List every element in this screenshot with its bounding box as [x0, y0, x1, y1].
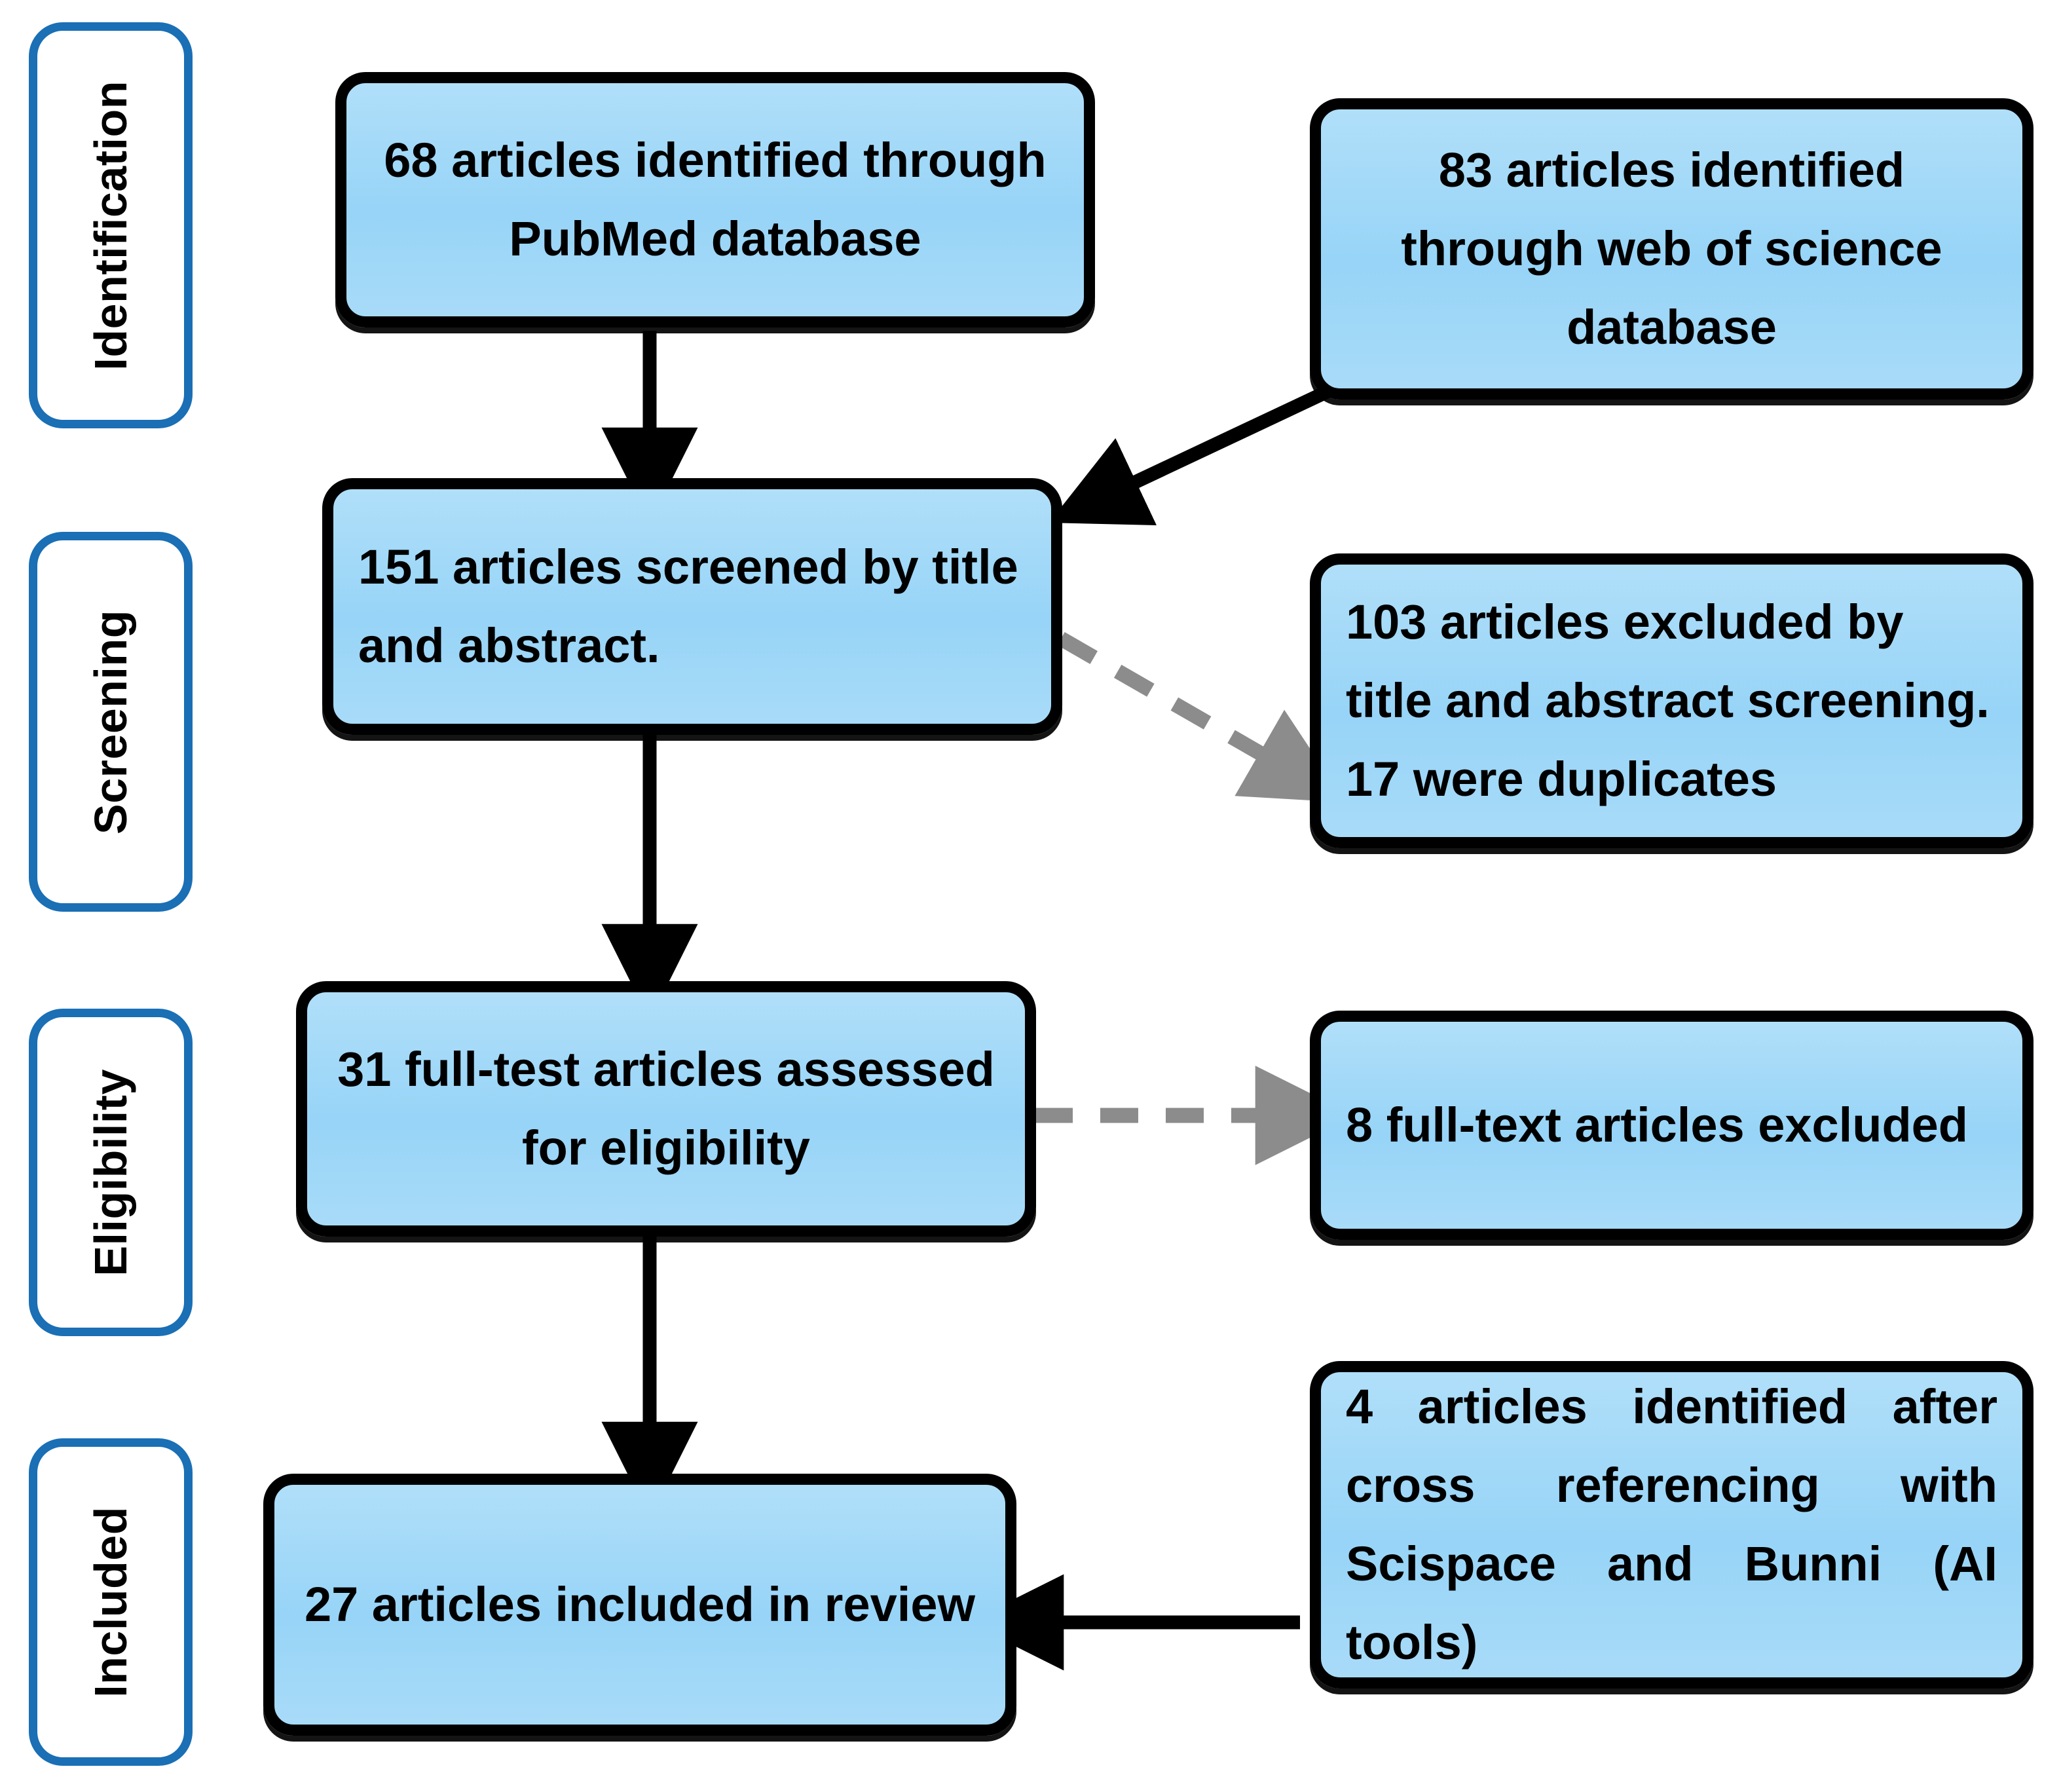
phase-label-identification: Identification [29, 22, 193, 428]
arrow-webofscience-to-screened [1049, 383, 1336, 525]
phase-label-included: Included [29, 1438, 193, 1766]
box-fulltext-excluded-text: 8 full-text articles excluded [1346, 1098, 1969, 1153]
box-excluded-title-abstract: 103 articles excluded by title and abstr… [1310, 553, 2033, 848]
box-fulltext-assessed: 31 full-test articles assessed for eligi… [296, 981, 1036, 1237]
box-pubmed-identified-text: 68 articles identified through PubMed da… [384, 133, 1047, 266]
phase-label-screening-text: Screening [85, 609, 136, 834]
phase-label-screening: Screening [29, 532, 193, 912]
box-excluded-title-abstract-text: 103 articles excluded by title and abstr… [1346, 595, 1990, 806]
phase-label-identification-text: Identification [85, 80, 136, 371]
box-screened-title-abstract-text: 151 articles screened by title and abstr… [358, 540, 1018, 673]
arrow-screened-to-excluded [1057, 632, 1346, 803]
box-fulltext-excluded: 8 full-text articles excluded [1310, 1011, 2033, 1240]
box-pubmed-identified: 68 articles identified through PubMed da… [335, 72, 1095, 327]
box-cross-referencing-text: 4 articles identified after cross refere… [1346, 1379, 1997, 1670]
phase-label-eligibility-text: Eligibility [85, 1068, 136, 1277]
box-webofscience-identified: 83 articles identified through web of sc… [1310, 98, 2033, 400]
box-fulltext-assessed-text: 31 full-test articles assessed for eligi… [337, 1042, 995, 1175]
phase-label-eligibility: Eligibility [29, 1009, 193, 1336]
box-included-in-review: 27 articles included in review [263, 1474, 1016, 1736]
box-included-in-review-text: 27 articles included in review [304, 1577, 976, 1632]
box-screened-title-abstract: 151 articles screened by title and abstr… [322, 478, 1062, 735]
box-cross-referencing: 4 articles identified after cross refere… [1310, 1361, 2033, 1689]
phase-label-included-text: Included [85, 1506, 136, 1698]
box-webofscience-identified-text: 83 articles identified through web of sc… [1401, 143, 1942, 354]
